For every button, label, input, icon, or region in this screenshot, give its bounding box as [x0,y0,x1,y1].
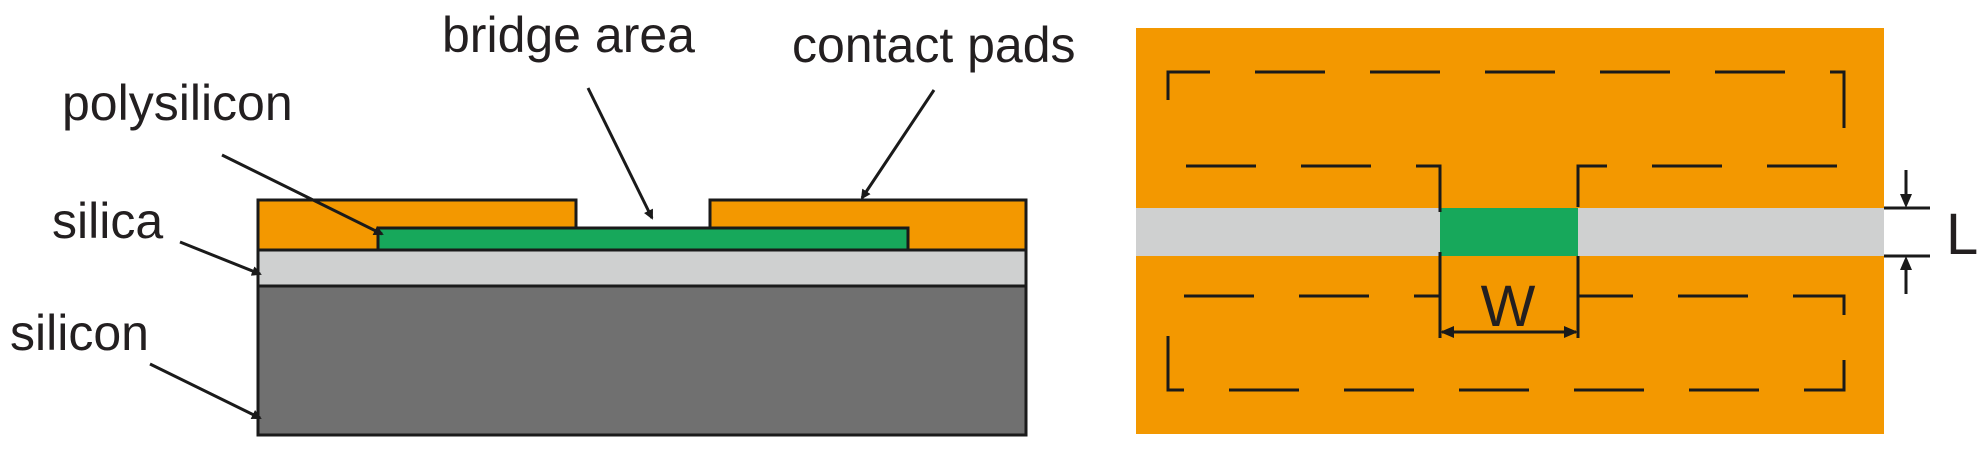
top-pad-lower [1136,256,1884,434]
top-view: W L [1136,28,1978,434]
bridge-area-arrow [586,87,654,220]
width-label: W [1481,274,1536,339]
silica-arrow [179,240,262,276]
polysilicon-label: polysilicon [62,75,293,131]
silicon-arrow [149,362,262,420]
length-arrow-bottom [1900,256,1912,270]
width-arrow-left [1440,326,1454,338]
width-arrow-right [1564,326,1578,338]
polysilicon-layer [376,226,910,252]
contact-outline-upper [1166,70,1846,212]
silica-layer [256,248,1028,288]
top-bridge [1440,208,1578,256]
silica-label: silica [52,193,163,249]
silicon-layer [256,284,1028,437]
cross-section-view [256,198,1028,437]
contact-pads-label: contact pads [792,17,1076,73]
top-pad-upper [1136,28,1884,208]
contact-pads-arrow [860,89,936,200]
length-arrow-top [1900,194,1912,208]
silicon-label: silicon [10,305,149,361]
bridge-area-label: bridge area [442,7,695,63]
length-label: L [1946,202,1978,267]
polysilicon-arrow [221,153,384,236]
